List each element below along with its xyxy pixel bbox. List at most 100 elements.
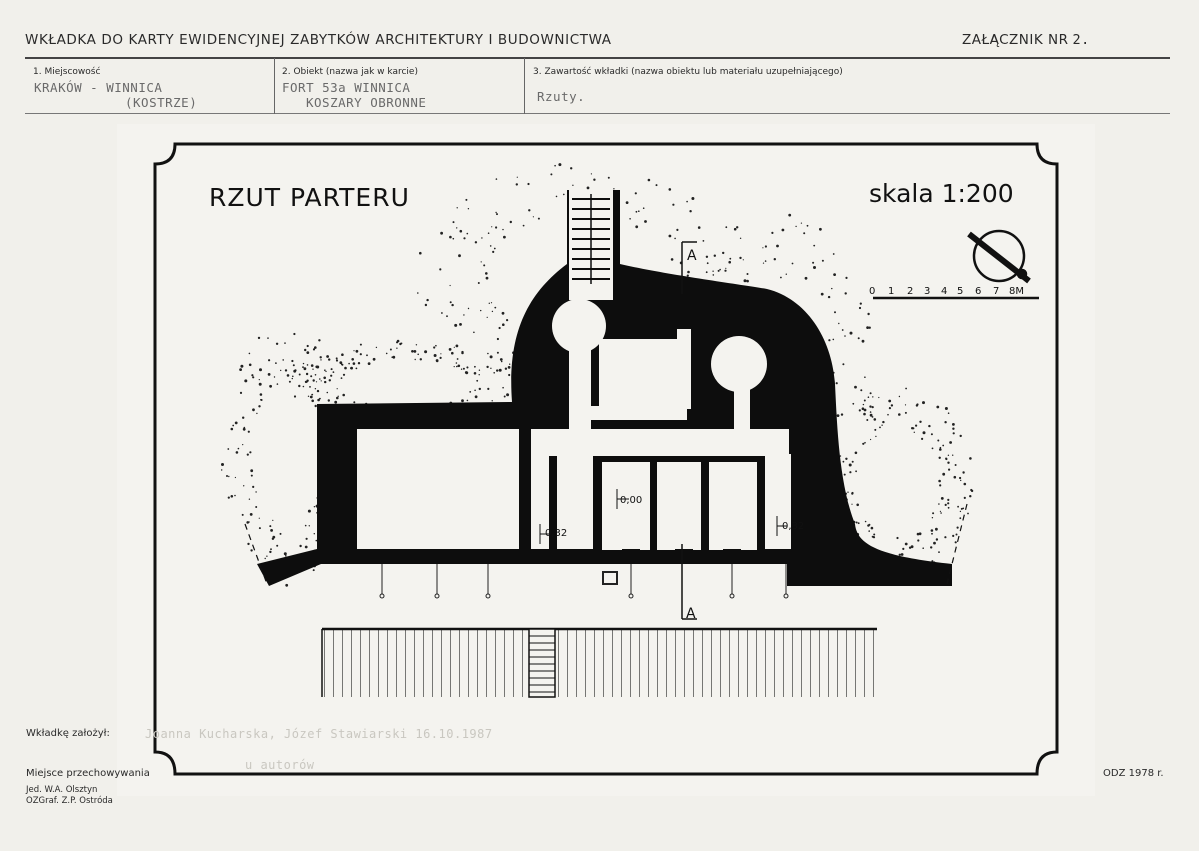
stipple-dot (339, 361, 343, 364)
stipple-dot (935, 527, 938, 531)
stipple-dot (832, 338, 835, 341)
stipple-dot (868, 530, 870, 532)
stipple-dot (488, 302, 490, 304)
stipple-dot (862, 403, 865, 406)
stipple-dot (550, 173, 553, 176)
stipple-dot (451, 303, 454, 307)
stipple-dot (933, 541, 936, 545)
stipple-dot (875, 435, 877, 438)
stipple-dot (904, 411, 907, 414)
stipple-dot (858, 306, 862, 310)
stipple-dot (804, 276, 808, 280)
stipple-dot (285, 583, 289, 587)
stipple-dot (739, 256, 742, 260)
stipple-dot (351, 358, 354, 361)
stipple-dot (870, 526, 874, 530)
stipple-dot (271, 537, 275, 540)
stipple-dot (230, 495, 234, 498)
stipple-dot (904, 404, 907, 406)
scale-tick-5: 5 (957, 286, 963, 297)
stipple-dot (314, 404, 317, 408)
stipple-dot (857, 522, 860, 525)
stipple-dot (313, 506, 316, 508)
stipple-dot (264, 557, 266, 560)
stipple-dot (930, 529, 934, 532)
stipple-dot (435, 344, 437, 347)
stipple-dot (276, 544, 279, 547)
stipple-dot (508, 373, 511, 377)
stipple-dot (453, 346, 455, 348)
stipple-dot (250, 469, 254, 473)
stipple-dot (486, 365, 489, 369)
stipple-dot (258, 382, 262, 386)
stipple-dot (856, 503, 859, 507)
cell-divider-2 (524, 58, 525, 114)
stipple-dot (942, 444, 945, 447)
stipple-dot (771, 231, 774, 234)
stipple-dot (246, 453, 249, 456)
stipple-dot (240, 364, 244, 368)
stipple-dot (864, 441, 866, 444)
stipple-dot (947, 502, 950, 505)
stipple-dot (315, 381, 318, 383)
stipple-dot (928, 424, 931, 428)
stipple-dot (312, 348, 316, 351)
stipple-dot (496, 213, 498, 216)
stipple-dot (481, 237, 483, 239)
stipple-dot (940, 512, 942, 514)
stipple-dot (509, 220, 512, 224)
stipple-dot (953, 475, 957, 479)
stipple-dot (836, 414, 840, 417)
stipple-dot (746, 279, 749, 283)
stipple-dot (890, 404, 894, 407)
stipple-dot (952, 454, 954, 456)
stipple-dot (230, 427, 234, 431)
stipple-dot (496, 351, 499, 354)
stipple-dot (687, 270, 690, 274)
stipple-dot (330, 368, 333, 371)
stipple-dot (458, 254, 461, 258)
stipple-dot (939, 510, 942, 512)
stipple-dot (904, 542, 908, 546)
stipple-dot (474, 365, 476, 368)
stipple-dot (466, 399, 469, 402)
stipple-dot (348, 362, 350, 365)
stipple-dot (306, 364, 309, 366)
stipple-dot (337, 395, 339, 397)
stipple-dot (396, 341, 399, 344)
stipple-dot (572, 184, 574, 186)
stipple-dot (269, 384, 272, 388)
stipple-dot (908, 546, 912, 549)
stipple-dot (872, 396, 874, 398)
stipple-dot (834, 311, 836, 314)
stipple-dot (459, 323, 462, 326)
stipple-dot (411, 350, 414, 353)
stipple-dot (900, 553, 904, 556)
stipple-dot (625, 201, 629, 204)
stipple-dot (902, 547, 905, 550)
stipple-dot (869, 411, 872, 413)
stipple-dot (469, 391, 472, 393)
stipple-dot (489, 245, 492, 247)
stipple-dot (820, 292, 824, 296)
stipple-dot (309, 386, 311, 388)
stipple-dot (328, 358, 331, 361)
stipple-dot (864, 520, 867, 523)
stipple-dot (302, 362, 305, 365)
stipple-dot (689, 210, 692, 213)
stipple-dot (342, 373, 346, 376)
stipple-dot (844, 292, 847, 295)
stipple-dot (862, 442, 865, 445)
stipple-dot (847, 491, 849, 493)
stipple-dot (316, 365, 320, 369)
stipple-dot (501, 311, 505, 315)
stipple-dot (344, 366, 347, 370)
stipple-dot (676, 228, 679, 231)
stipple-dot (915, 424, 918, 427)
stipple-dot (835, 382, 838, 385)
stipple-dot (478, 369, 481, 371)
stipple-dot (516, 176, 518, 178)
stipple-dot (424, 303, 428, 307)
stipple-dot (417, 292, 419, 294)
stipple-dot (239, 391, 243, 394)
